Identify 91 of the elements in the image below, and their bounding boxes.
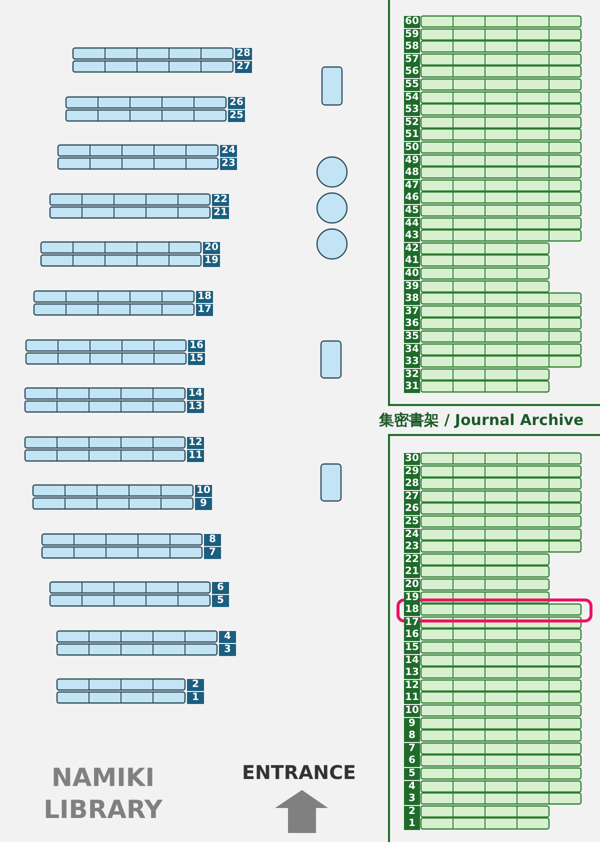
shelf-number: 44 — [404, 218, 420, 230]
shelf-number: 29 — [404, 466, 420, 478]
shelf-number: 28 — [235, 48, 252, 60]
library-name: NAMIKI LIBRARY — [42, 762, 164, 826]
shelf-number: 9 — [404, 718, 420, 730]
shelf-number: 8 — [404, 730, 420, 742]
shelf-number: 8 — [204, 534, 221, 546]
shelf-number: 7 — [404, 743, 420, 755]
shelf-number: 33 — [404, 356, 420, 368]
shelf-number: 7 — [204, 547, 221, 559]
shelf-number: 46 — [404, 192, 420, 204]
shelf-number: 28 — [404, 478, 420, 490]
shelf-number: 2 — [404, 806, 420, 818]
shelf-number: 17 — [196, 304, 213, 316]
shelf-number: 53 — [404, 104, 420, 116]
shelf-number: 3 — [219, 644, 236, 656]
shelf-number: 12 — [404, 680, 420, 692]
shelf-number: 20 — [203, 242, 220, 254]
shelf-number: 48 — [404, 167, 420, 179]
shelf-number: 25 — [404, 516, 420, 528]
shelf-number: 24 — [220, 145, 237, 157]
shelf-number: 15 — [188, 353, 205, 365]
shelf-number: 23 — [404, 541, 420, 553]
entrance-label: ENTRANCE — [242, 762, 356, 784]
shelf-number: 1 — [404, 818, 420, 830]
shelf-number: 18 — [196, 291, 213, 303]
shelf-number: 60 — [404, 16, 420, 28]
shelf-number: 39 — [404, 281, 420, 293]
shelf-number: 52 — [404, 117, 420, 129]
shelf-number: 22 — [212, 194, 229, 206]
shelf-number: 19 — [203, 255, 220, 267]
shelf-number: 4 — [219, 631, 236, 643]
shelf-number: 4 — [404, 781, 420, 793]
shelf-number: 35 — [404, 331, 420, 343]
shelf-number: 11 — [404, 692, 420, 704]
shelf-number: 3 — [404, 793, 420, 805]
shelf-number: 22 — [404, 554, 420, 566]
shelf-number: 56 — [404, 66, 420, 78]
shelf-number: 42 — [404, 243, 420, 255]
shelf-number: 15 — [404, 642, 420, 654]
shelf-number: 9 — [195, 498, 212, 510]
shelf-number: 13 — [187, 401, 204, 413]
shelf-number: 21 — [404, 566, 420, 578]
shelf-number: 6 — [212, 582, 229, 594]
shelf-number: 55 — [404, 79, 420, 91]
shelf-number: 26 — [228, 97, 245, 109]
shelf-number: 6 — [404, 755, 420, 767]
shelf-number: 16 — [188, 340, 205, 352]
shelf-number: 45 — [404, 205, 420, 217]
shelf-number: 11 — [187, 450, 204, 462]
shelf-number: 16 — [404, 629, 420, 641]
shelf-number: 20 — [404, 579, 420, 591]
shelf-number: 27 — [235, 61, 252, 73]
shelf-number: 50 — [404, 142, 420, 154]
shelf-number: 23 — [220, 158, 237, 170]
shelf-number: 27 — [404, 491, 420, 503]
shelf-number: 5 — [212, 595, 229, 607]
shelf-number: 10 — [195, 485, 212, 497]
shelf-number: 5 — [404, 768, 420, 780]
shelf-number: 13 — [404, 667, 420, 679]
shelf-number: 26 — [404, 503, 420, 515]
section-heading: 集密書架 / Journal Archive — [379, 411, 584, 430]
shelf-number: 49 — [404, 155, 420, 167]
shelf-number: 43 — [404, 230, 420, 242]
shelf-number: 34 — [404, 344, 420, 356]
shelf-number: 36 — [404, 318, 420, 330]
shelf-number: 54 — [404, 92, 420, 104]
shelf-number: 17 — [404, 617, 420, 629]
shelf-number: 41 — [404, 255, 420, 267]
shelf-number: 25 — [228, 110, 245, 122]
shelf-number: 30 — [404, 453, 420, 465]
shelf-number: 2 — [187, 679, 204, 691]
shelf-number: 10 — [404, 705, 420, 717]
shelf-number: 51 — [404, 129, 420, 141]
shelf-number: 18 — [404, 604, 420, 616]
shelf-number: 32 — [404, 369, 420, 381]
shelf-number: 57 — [404, 54, 420, 66]
shelf-number: 38 — [404, 293, 420, 305]
shelf-number: 21 — [212, 207, 229, 219]
shelf-number: 37 — [404, 306, 420, 318]
shelf-number: 12 — [187, 437, 204, 449]
shelf-number: 40 — [404, 268, 420, 280]
shelf-number: 58 — [404, 41, 420, 53]
shelf-number: 24 — [404, 529, 420, 541]
shelf-number: 59 — [404, 29, 420, 41]
shelf-number: 14 — [404, 655, 420, 667]
shelf-number: 14 — [187, 388, 204, 400]
shelf-number: 47 — [404, 180, 420, 192]
shelf-number: 31 — [404, 381, 420, 393]
shelf-number: 19 — [404, 592, 420, 604]
shelf-number: 1 — [187, 692, 204, 704]
